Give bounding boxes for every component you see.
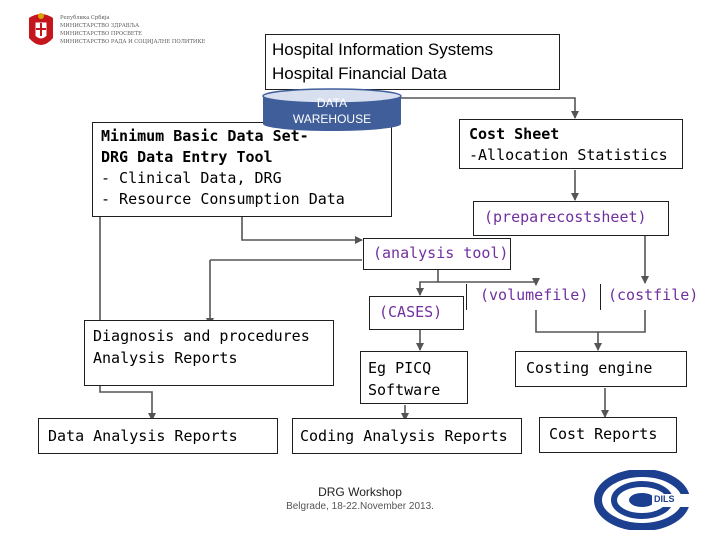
warehouse-line-1: DATA — [316, 96, 348, 110]
hfd-title: Hospital Financial Data — [272, 64, 447, 83]
cost-reports-label: Cost Reports — [549, 425, 658, 443]
analysis-tool-label: (analysis tool) — [373, 244, 509, 262]
diagnosis-box: Diagnosis and procedures Analysis Report… — [84, 320, 334, 386]
preparecostsheet-box: (preparecostsheet) — [473, 201, 669, 236]
dils-logo-text: DILS — [654, 494, 675, 504]
coding-analysis-reports-label: Coding Analysis Reports — [300, 427, 508, 445]
costfile-label: (costfile) — [608, 286, 699, 304]
footer-subtitle: Belgrade, 18-22.November 2013. — [286, 501, 434, 512]
data-analysis-reports-box: Data Analysis Reports — [38, 418, 278, 454]
cost-sheet-item: -Allocation Statistics — [469, 146, 668, 164]
warehouse-line-2: WAREHOUSE — [292, 112, 372, 126]
data-warehouse-cylinder: DATA WAREHOUSE — [262, 88, 402, 132]
data-analysis-reports-label: Data Analysis Reports — [48, 427, 238, 445]
cost-reports-box: Cost Reports — [539, 417, 677, 453]
dils-logo: DILS — [594, 470, 690, 530]
footer-title: DRG Workshop — [318, 485, 402, 499]
his-box: Hospital Information Systems Hospital Fi… — [265, 34, 560, 90]
ministry-line-3: МИНИСТАРСТВО ПРОСВЕТЕ — [60, 31, 142, 37]
coding-analysis-reports-box: Coding Analysis Reports — [292, 418, 522, 454]
ministry-line-1: Република Србија — [60, 15, 110, 21]
ministry-logo: Република Србија МИНИСТАРСТВО ЗДРАВЉА МИ… — [20, 10, 240, 60]
diagnosis-line-2: Analysis Reports — [93, 349, 238, 367]
connector-analysis-cases — [416, 270, 439, 296]
mbds-title-2: DRG Data Entry Tool — [101, 148, 273, 166]
his-title: Hospital Information Systems — [272, 40, 494, 59]
diagnosis-line-1: Diagnosis and procedures — [93, 327, 310, 345]
connector-title-cost — [398, 97, 579, 119]
mbds-item-1: - Clinical Data, DRG — [101, 169, 282, 187]
costing-engine-label: Costing engine — [526, 359, 653, 377]
analysis-tool-box: (analysis tool) — [363, 238, 511, 270]
connector-costfile-engine — [598, 310, 646, 333]
costing-engine-box: Costing engine — [515, 351, 687, 387]
mbds-title-1: Minimum Basic Data Set- — [101, 127, 309, 145]
mbds-box: Minimum Basic Data Set- DRG Data Entry T… — [92, 122, 392, 217]
connector-mbds-analysis — [241, 216, 363, 244]
mbds-item-2: - Resource Consumption Data — [101, 190, 345, 208]
connector-files-engine — [535, 310, 602, 351]
picq-box: Eg PICQ Software — [360, 351, 468, 404]
dils-logo-icon — [594, 470, 690, 530]
cases-label: (CASES) — [379, 303, 443, 321]
volumefile-divider-2 — [600, 284, 601, 310]
ministry-line-2: МИНИСТАРСТВО ЗДРАВЉА — [60, 23, 140, 29]
cost-sheet-title: Cost Sheet — [469, 125, 560, 143]
volumefile-label: (volumefile) — [480, 286, 589, 304]
picq-line-2: Software — [368, 381, 441, 399]
preparecostsheet-label: (preparecostsheet) — [484, 208, 647, 226]
volumefile-box: (volumefile) — [472, 284, 596, 311]
volumefile-divider — [466, 284, 467, 310]
footer: DRG Workshop Belgrade, 18-22.November 20… — [270, 484, 450, 514]
coat-of-arms-icon — [29, 13, 53, 45]
cases-box: (CASES) — [369, 296, 464, 330]
picq-line-1: Eg PICQ — [368, 359, 432, 377]
costfile-box: (costfile) — [602, 284, 718, 311]
cost-sheet-box: Cost Sheet -Allocation Statistics — [459, 119, 683, 169]
connector-mbds-datareports — [99, 216, 156, 421]
ministry-line-4: МИНИСТАРСТВО РАДА И СОЦИЈАЛНЕ ПОЛИТИКЕ — [60, 39, 206, 45]
connector-analysis-volume — [438, 278, 540, 286]
